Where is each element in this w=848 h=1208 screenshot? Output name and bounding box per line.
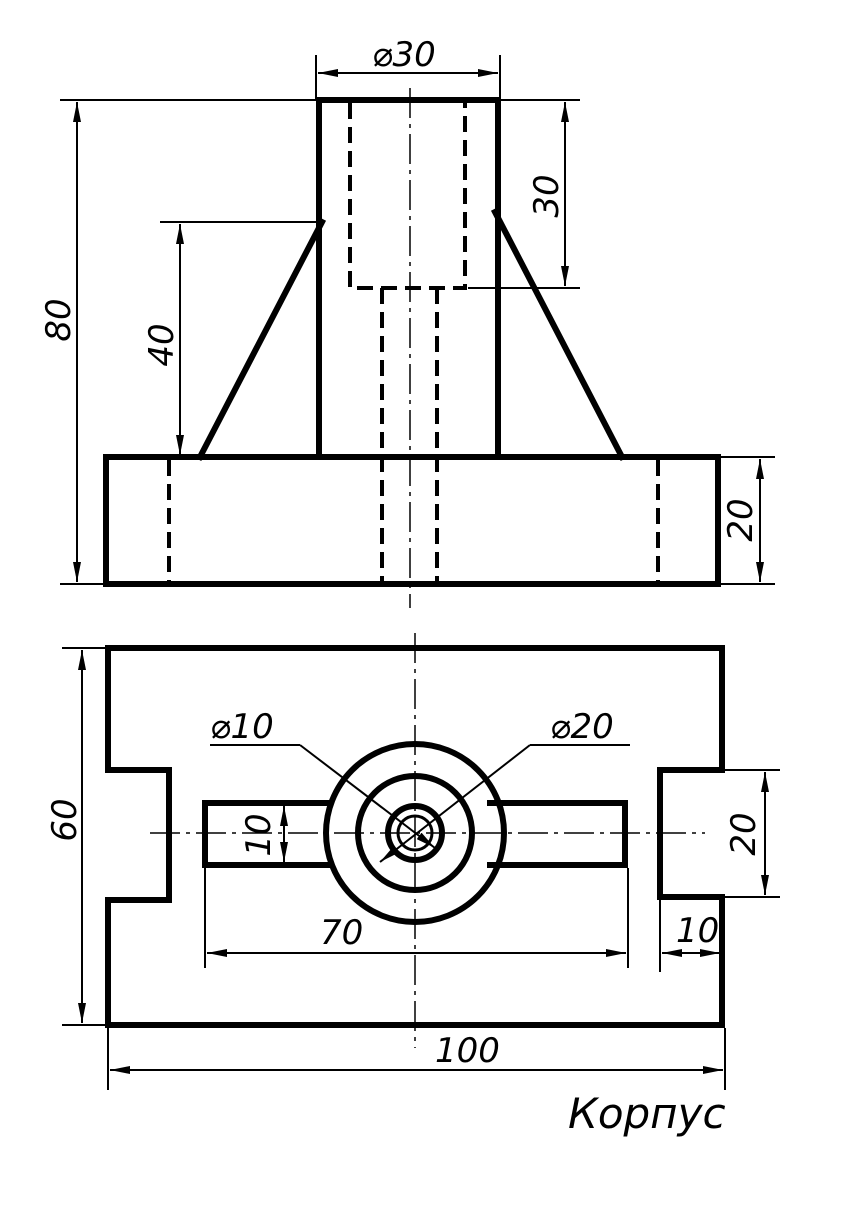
dim-overall-height: 80: [39, 298, 79, 341]
leader-line: [299, 744, 436, 849]
right-rib-top: [487, 800, 628, 868]
dim-depth: 60: [45, 798, 85, 841]
dim-large-circle: ⌀20: [550, 707, 614, 747]
front-view: ⌀30 30 80 40 20: [39, 35, 775, 608]
dim-rib-height: 40: [142, 323, 182, 366]
top-view: ⌀10 ⌀20 60 10 70 20 10 100: [45, 633, 780, 1090]
dim-base-height: 20: [721, 498, 761, 541]
base-outline: [103, 454, 721, 587]
left-rib-top: [202, 800, 333, 868]
dim-slot-length: 70: [320, 913, 363, 953]
column-outline: [316, 97, 501, 460]
leader-line: [379, 744, 531, 863]
dim-bore-depth: 30: [527, 174, 567, 217]
dim-notch-depth: 10: [676, 911, 719, 951]
left-rib: [195, 217, 327, 462]
dim-notch-width: 20: [724, 812, 764, 855]
right-rib: [490, 207, 627, 462]
drawing-title: Корпус: [568, 1089, 726, 1138]
dim-top-diameter: ⌀30: [372, 35, 436, 75]
hidden-bore-upper: [348, 103, 467, 290]
dim-overall-length: 100: [435, 1031, 500, 1071]
dim-small-hole: ⌀10: [210, 707, 274, 747]
dim-slot-width: 10: [239, 813, 279, 856]
